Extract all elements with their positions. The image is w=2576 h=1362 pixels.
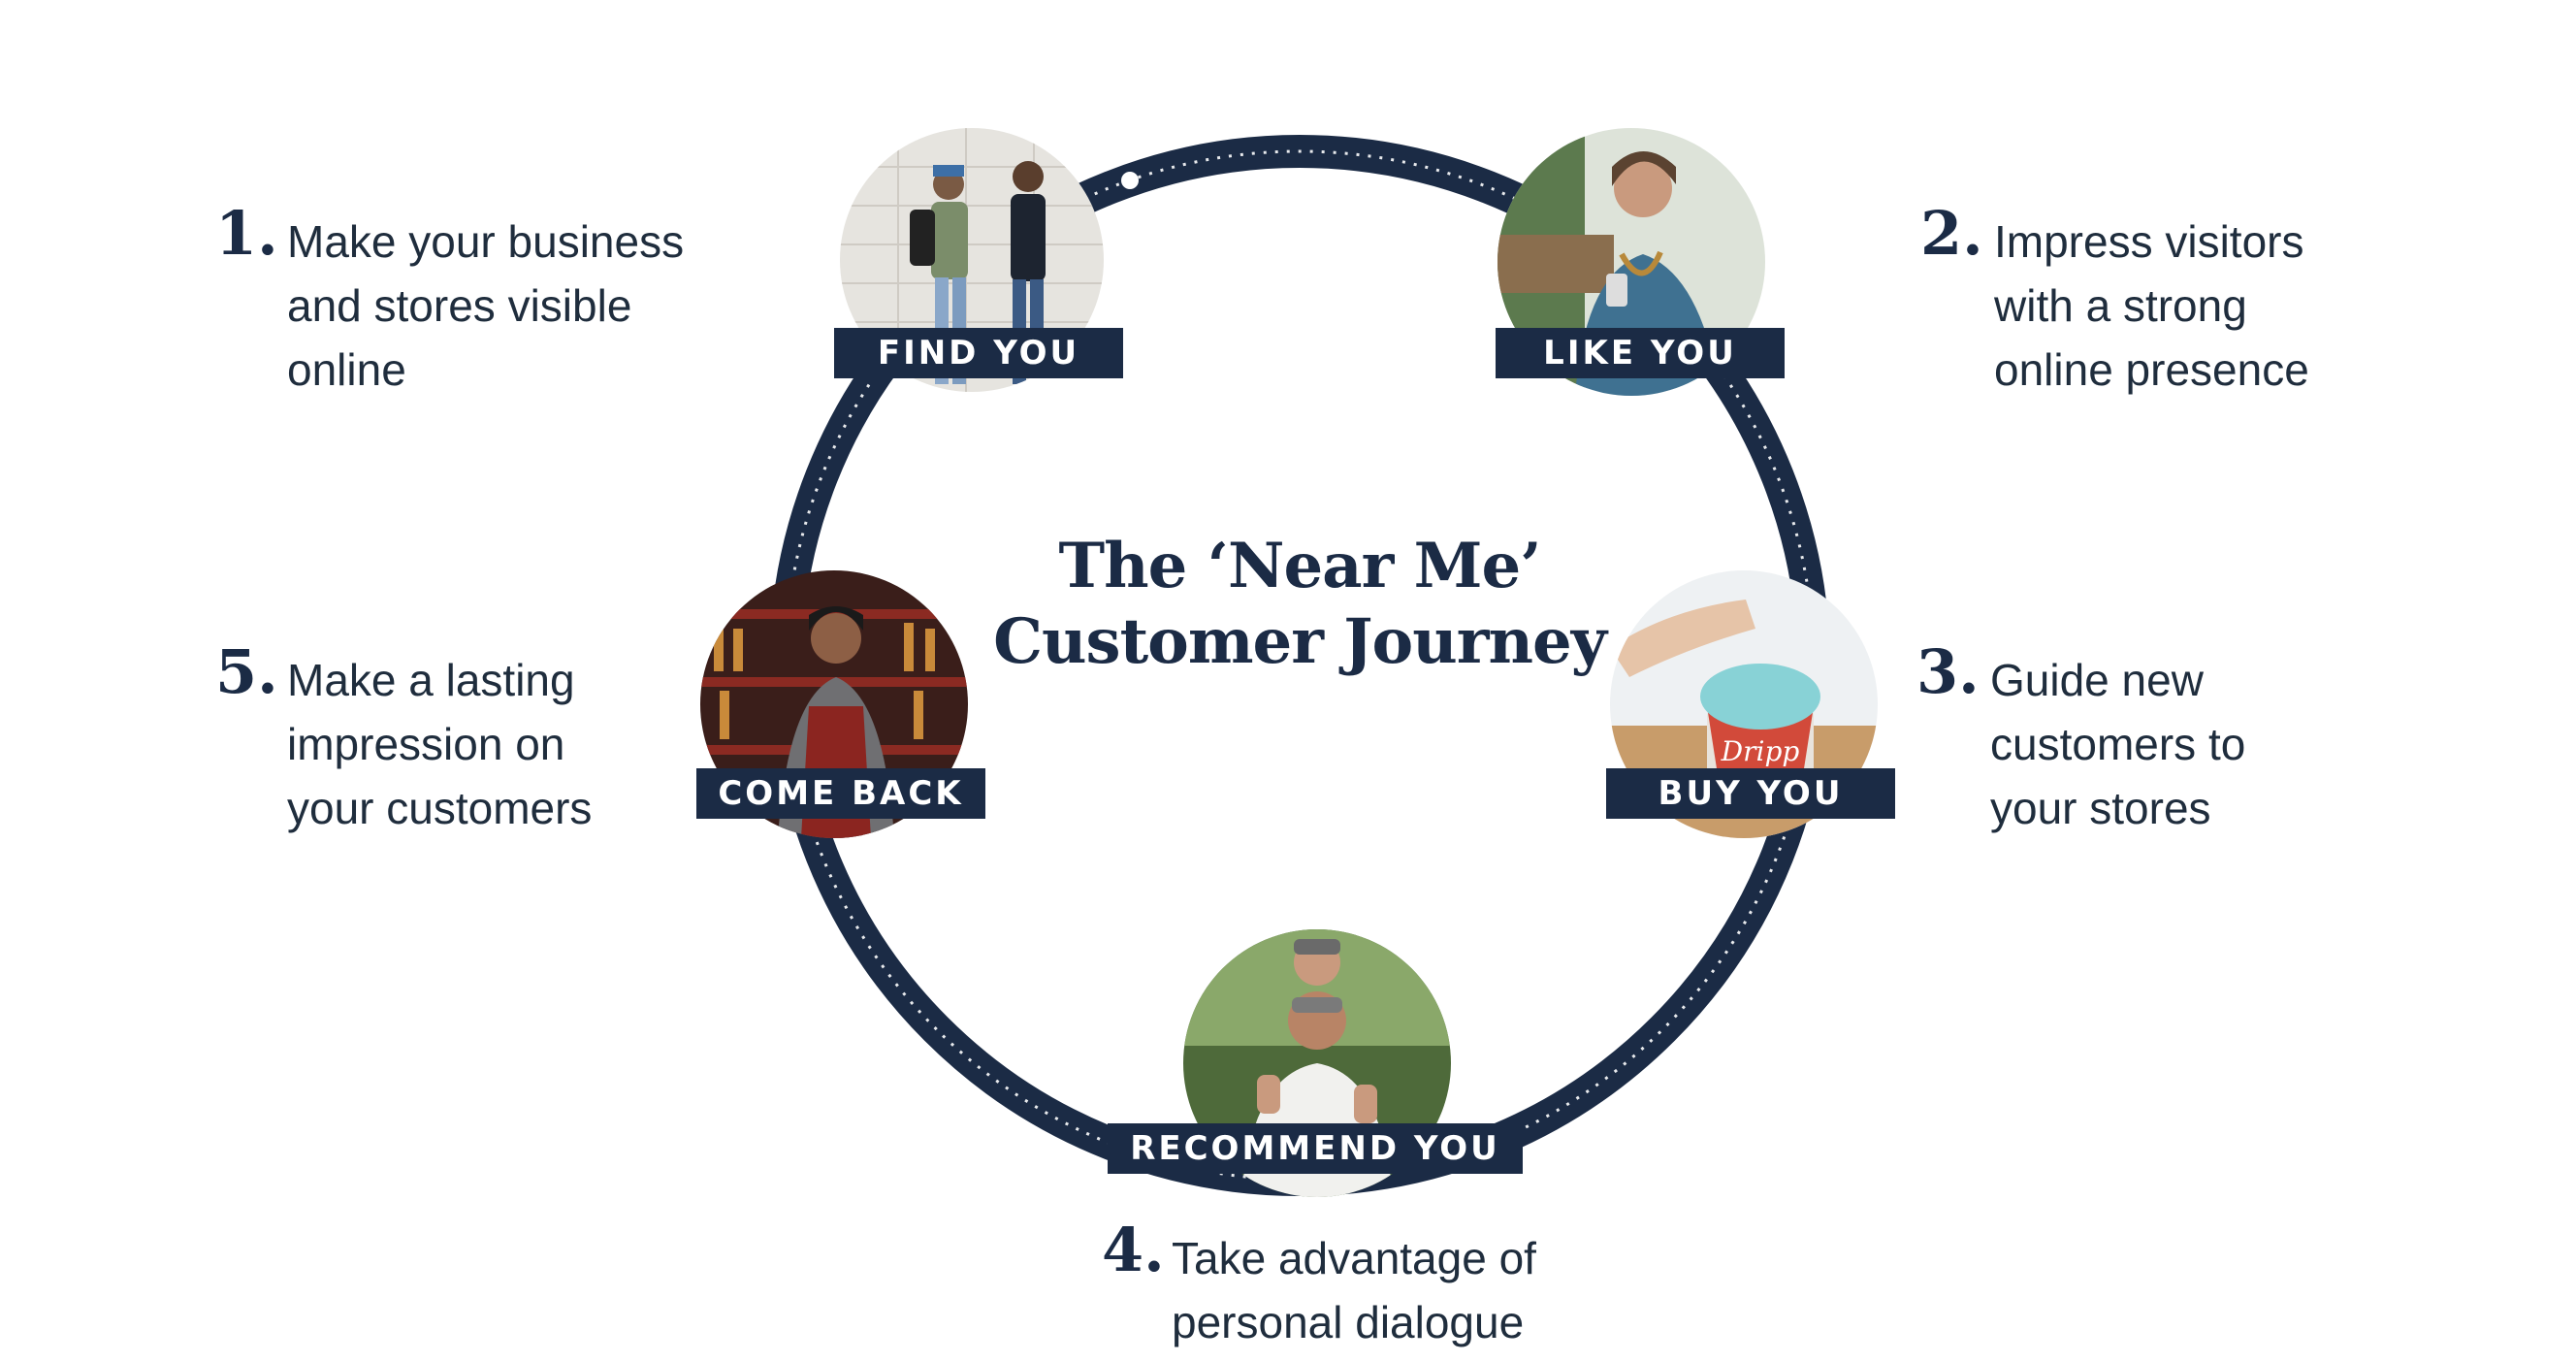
step-4-number: 4. (1102, 1215, 1165, 1285)
step-1-line-1: Make your business (287, 216, 685, 267)
ring-start-dot (1121, 172, 1139, 189)
buy-you-brand-text: Dripp (1721, 735, 1800, 767)
step-1-number: 1. (215, 198, 278, 269)
step-3: 3. Guide new customers to your stores (1916, 642, 2382, 846)
step-3-number: 3. (1916, 636, 1980, 707)
step-2-line-1: Impress visitors (1994, 216, 2304, 267)
stage-label-like-you: LIKE YOU (1496, 328, 1785, 378)
step-1: 1. Make your business and stores visible… (215, 204, 758, 407)
step-3-text: Guide new customers to your stores (1990, 648, 2245, 840)
stage-label-recommend-you: RECOMMEND YOU (1108, 1123, 1523, 1174)
step-1-text: Make your business and stores visible on… (287, 210, 684, 402)
step-4-line-1: Take advantage of (1172, 1233, 1536, 1283)
step-4-line-2: personal dialogue (1172, 1297, 1525, 1347)
ring-arrow-icon (879, 411, 894, 433)
step-5-line-2: impression on (287, 719, 565, 769)
step-4: 4. Take advantage of personal dialogue (1102, 1220, 1645, 1356)
stage-label-come-back: COME BACK (696, 768, 985, 819)
step-2-text: Impress visitors with a strong online pr… (1994, 210, 2309, 402)
step-1-line-2: and stores visible (287, 280, 632, 331)
step-3-line-3: your stores (1990, 783, 2211, 833)
step-3-line-1: Guide new (1990, 655, 2204, 705)
title-line-1: The ‘Near Me’ (1058, 530, 1542, 602)
step-5-line-3: your customers (287, 783, 593, 833)
step-3-line-2: customers to (1990, 719, 2246, 769)
diagram-title: The ‘Near Me’ Customer Journey (989, 529, 1610, 680)
step-2-line-3: online presence (1994, 344, 2309, 395)
step-4-text: Take advantage of personal dialogue (1172, 1226, 1536, 1354)
step-5-line-1: Make a lasting (287, 655, 575, 705)
step-5-number: 5. (215, 636, 278, 707)
step-5: 5. Make a lasting impression on your cus… (215, 642, 720, 846)
step-1-line-3: online (287, 344, 406, 395)
title-line-2: Customer Journey (993, 605, 1607, 678)
step-5-text: Make a lasting impression on your custom… (287, 648, 592, 840)
step-2-number: 2. (1920, 198, 1983, 269)
step-2-line-2: with a strong (1994, 280, 2247, 331)
step-2: 2. Impress visitors with a strong online… (1920, 204, 2425, 407)
stage-label-buy-you: BUY YOU (1606, 768, 1895, 819)
stage-label-find-you: FIND YOU (834, 328, 1123, 378)
